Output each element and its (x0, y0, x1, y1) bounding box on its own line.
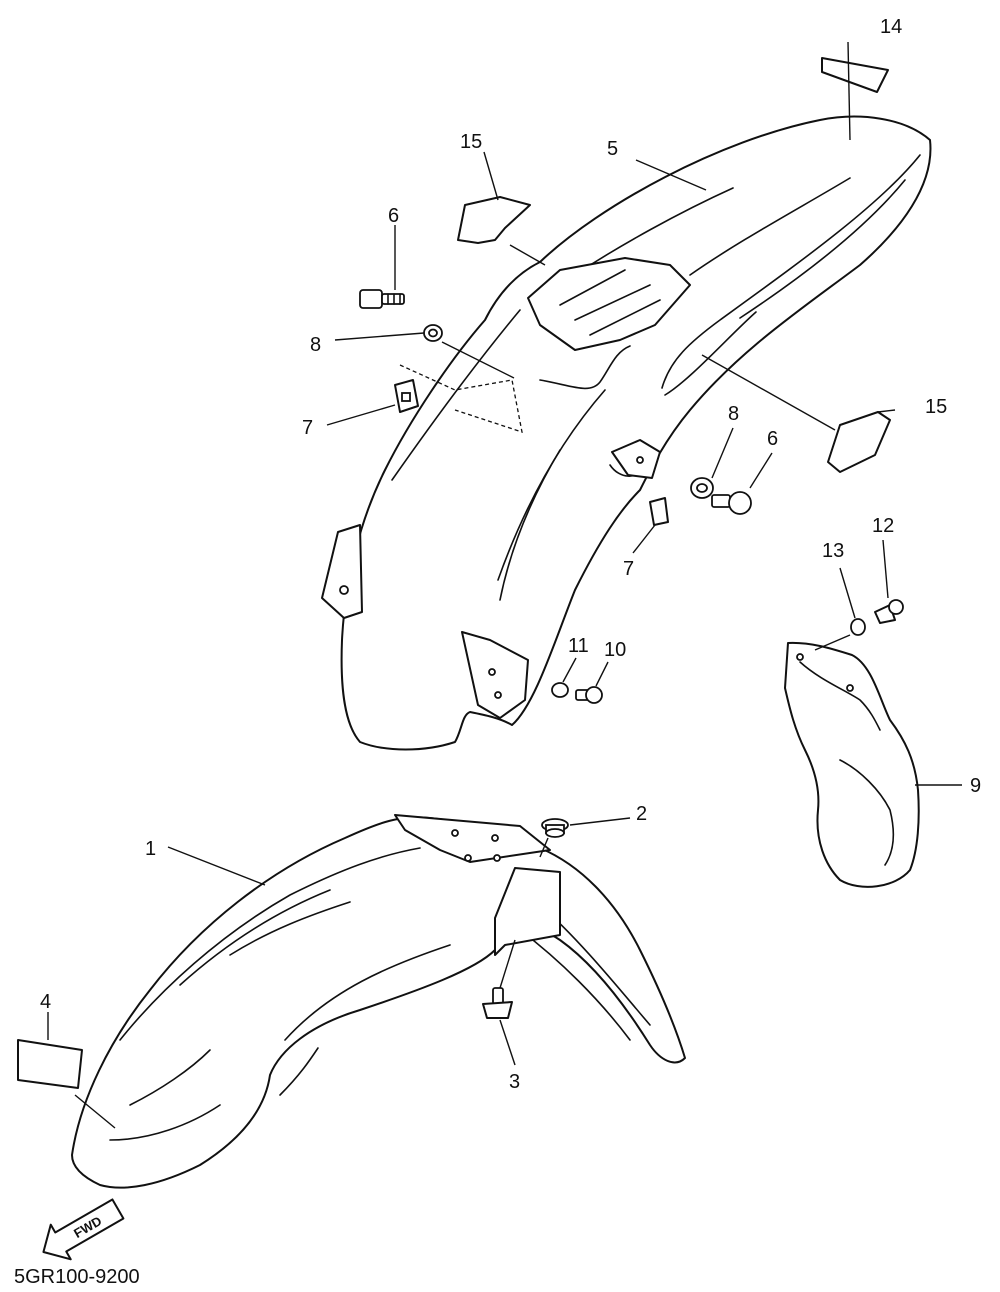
diagram-code: 5GR100-9200 (14, 1266, 140, 1288)
callout-4: 4 (40, 991, 51, 1013)
callout-10: 10 (604, 639, 626, 661)
decal-15-upper (457, 196, 531, 244)
front-fender (71, 814, 686, 1189)
washer-8-upper (423, 324, 443, 342)
bolt-6-upper (359, 289, 405, 309)
screw-3 (482, 987, 513, 1019)
decal-4 (17, 1039, 83, 1089)
callout-14: 14 (880, 16, 902, 38)
rear-fender (321, 115, 932, 751)
washer-8-right (690, 477, 714, 499)
callout-15-right: 15 (925, 396, 947, 418)
decal-14 (821, 57, 889, 93)
callout-5: 5 (607, 138, 618, 160)
screw-12 (874, 599, 904, 624)
callout-1: 1 (145, 838, 156, 860)
callout-13: 13 (822, 540, 844, 562)
clip-7-upper (394, 379, 419, 413)
callout-7-upper: 7 (302, 417, 313, 439)
callout-8-right: 8 (728, 403, 739, 425)
mud-flap (784, 641, 920, 888)
decal-15-right (827, 411, 891, 473)
washer-11 (551, 682, 569, 698)
screw-10 (575, 686, 603, 704)
callout-11: 11 (568, 635, 589, 657)
callout-3: 3 (509, 1071, 520, 1093)
callout-7-right: 7 (623, 558, 634, 580)
washer-13 (850, 618, 866, 636)
callout-8-upper: 8 (310, 334, 321, 356)
leader-lines (47, 41, 962, 1129)
forward-direction-arrow: FWD (42, 1198, 125, 1261)
callout-15-upper: 15 (460, 131, 482, 153)
clip-7-right (649, 497, 669, 526)
callout-2: 2 (636, 803, 647, 825)
grommet-2 (541, 818, 569, 838)
callout-9: 9 (970, 775, 981, 797)
callout-6-upper: 6 (388, 205, 399, 227)
callout-12: 12 (872, 515, 894, 537)
callout-6-right: 6 (767, 428, 778, 450)
bolt-6-right (711, 491, 752, 515)
